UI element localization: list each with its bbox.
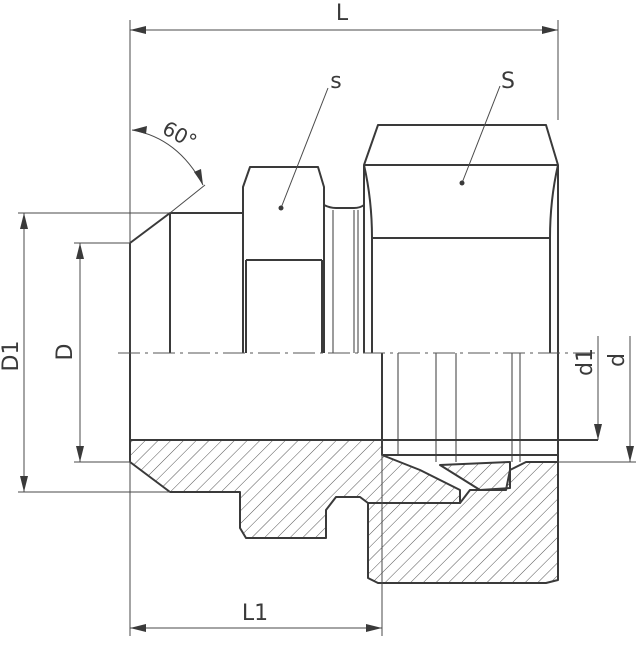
dimension-d: d (558, 336, 636, 463)
dimension-D: D (53, 242, 130, 463)
leader-s: s (278, 69, 342, 211)
label-D1: D1 (0, 341, 24, 372)
dimension-L1: L1 (129, 440, 383, 636)
label-L: L (336, 1, 349, 26)
label-S: S (501, 69, 515, 94)
label-D: D (53, 344, 78, 361)
lower-section (129, 353, 598, 584)
leader-S: S (459, 69, 515, 186)
label-angle: 60° (158, 116, 201, 154)
label-d1: d1 (573, 348, 598, 376)
dimension-d1: d1 (573, 336, 602, 440)
dimension-L: L (129, 1, 559, 350)
label-s: s (330, 69, 341, 94)
label-d: d (605, 353, 630, 367)
label-L1: L1 (242, 601, 268, 626)
angle-60: 60° (129, 116, 206, 214)
upper-body-outline (129, 124, 559, 353)
dimension-D1: D1 (0, 212, 170, 493)
